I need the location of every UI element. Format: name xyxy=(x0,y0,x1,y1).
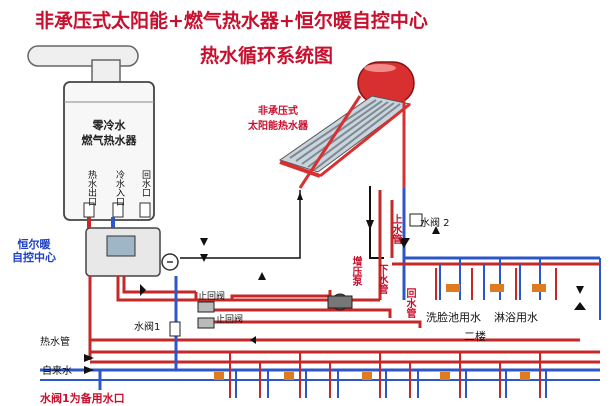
controller-line2: 自控中心 xyxy=(12,251,56,264)
floor-branches xyxy=(214,352,547,398)
washbasin-label: 洗脸池用水 xyxy=(426,311,481,324)
return-pipe-label: 回水管 xyxy=(404,288,415,318)
second-floor-label: 二楼 xyxy=(464,330,486,343)
valve1-label: 水阀1 xyxy=(134,322,161,333)
solar-heater xyxy=(278,61,415,189)
port-hot-out: 热水出口 xyxy=(86,170,96,206)
sub-title: 热水循环系统图 xyxy=(200,45,334,67)
booster-pump xyxy=(327,293,353,311)
solar-line2: 太阳能热水器 xyxy=(248,121,308,132)
gas-heater-body xyxy=(63,81,155,221)
controller-box xyxy=(85,227,179,277)
port-cold-in: 冷水入口 xyxy=(114,170,124,206)
heater-title: 零冷水 燃气热水器 xyxy=(68,118,150,148)
main-title: 非承压式太阳能+燃气热水器+恒尔暖自控中心 xyxy=(35,10,428,32)
check-valve-bottom-label: 止回阀 xyxy=(216,315,244,325)
valve2-label: 水阀 2 xyxy=(420,218,450,229)
hot-water-pipe-label: 热水管 xyxy=(40,337,70,348)
hot-pipes xyxy=(87,217,600,364)
booster-pump-label: 增压泵 xyxy=(350,256,361,286)
controller-label: 恒尔暖 自控中心 xyxy=(12,238,56,264)
solar-label: 非承压式 太阳能热水器 xyxy=(248,104,308,134)
valve2-symbol xyxy=(409,213,423,227)
bottom-note: 水阀1为备用水口 xyxy=(40,392,125,405)
tap-water-label: 自来水 xyxy=(42,366,72,377)
up-pipe-label: 上水管 xyxy=(390,214,401,244)
heater-flue xyxy=(27,45,139,85)
heater-line1: 零冷水 xyxy=(92,119,126,132)
heater-line2: 燃气热水器 xyxy=(81,134,137,147)
port-return: 回水口 xyxy=(140,170,150,197)
controller-line1: 恒尔暖 xyxy=(17,238,51,251)
shower-label: 淋浴用水 xyxy=(494,311,538,324)
valve1-symbol xyxy=(169,321,181,337)
down-pipe-label: 下水管 xyxy=(376,264,387,294)
link-line xyxy=(180,190,301,259)
solar-line1: 非承压式 xyxy=(258,106,298,117)
check-valve-top-label: 止回阀 xyxy=(198,292,226,302)
check-valves xyxy=(197,301,215,329)
upper-network xyxy=(392,256,601,320)
